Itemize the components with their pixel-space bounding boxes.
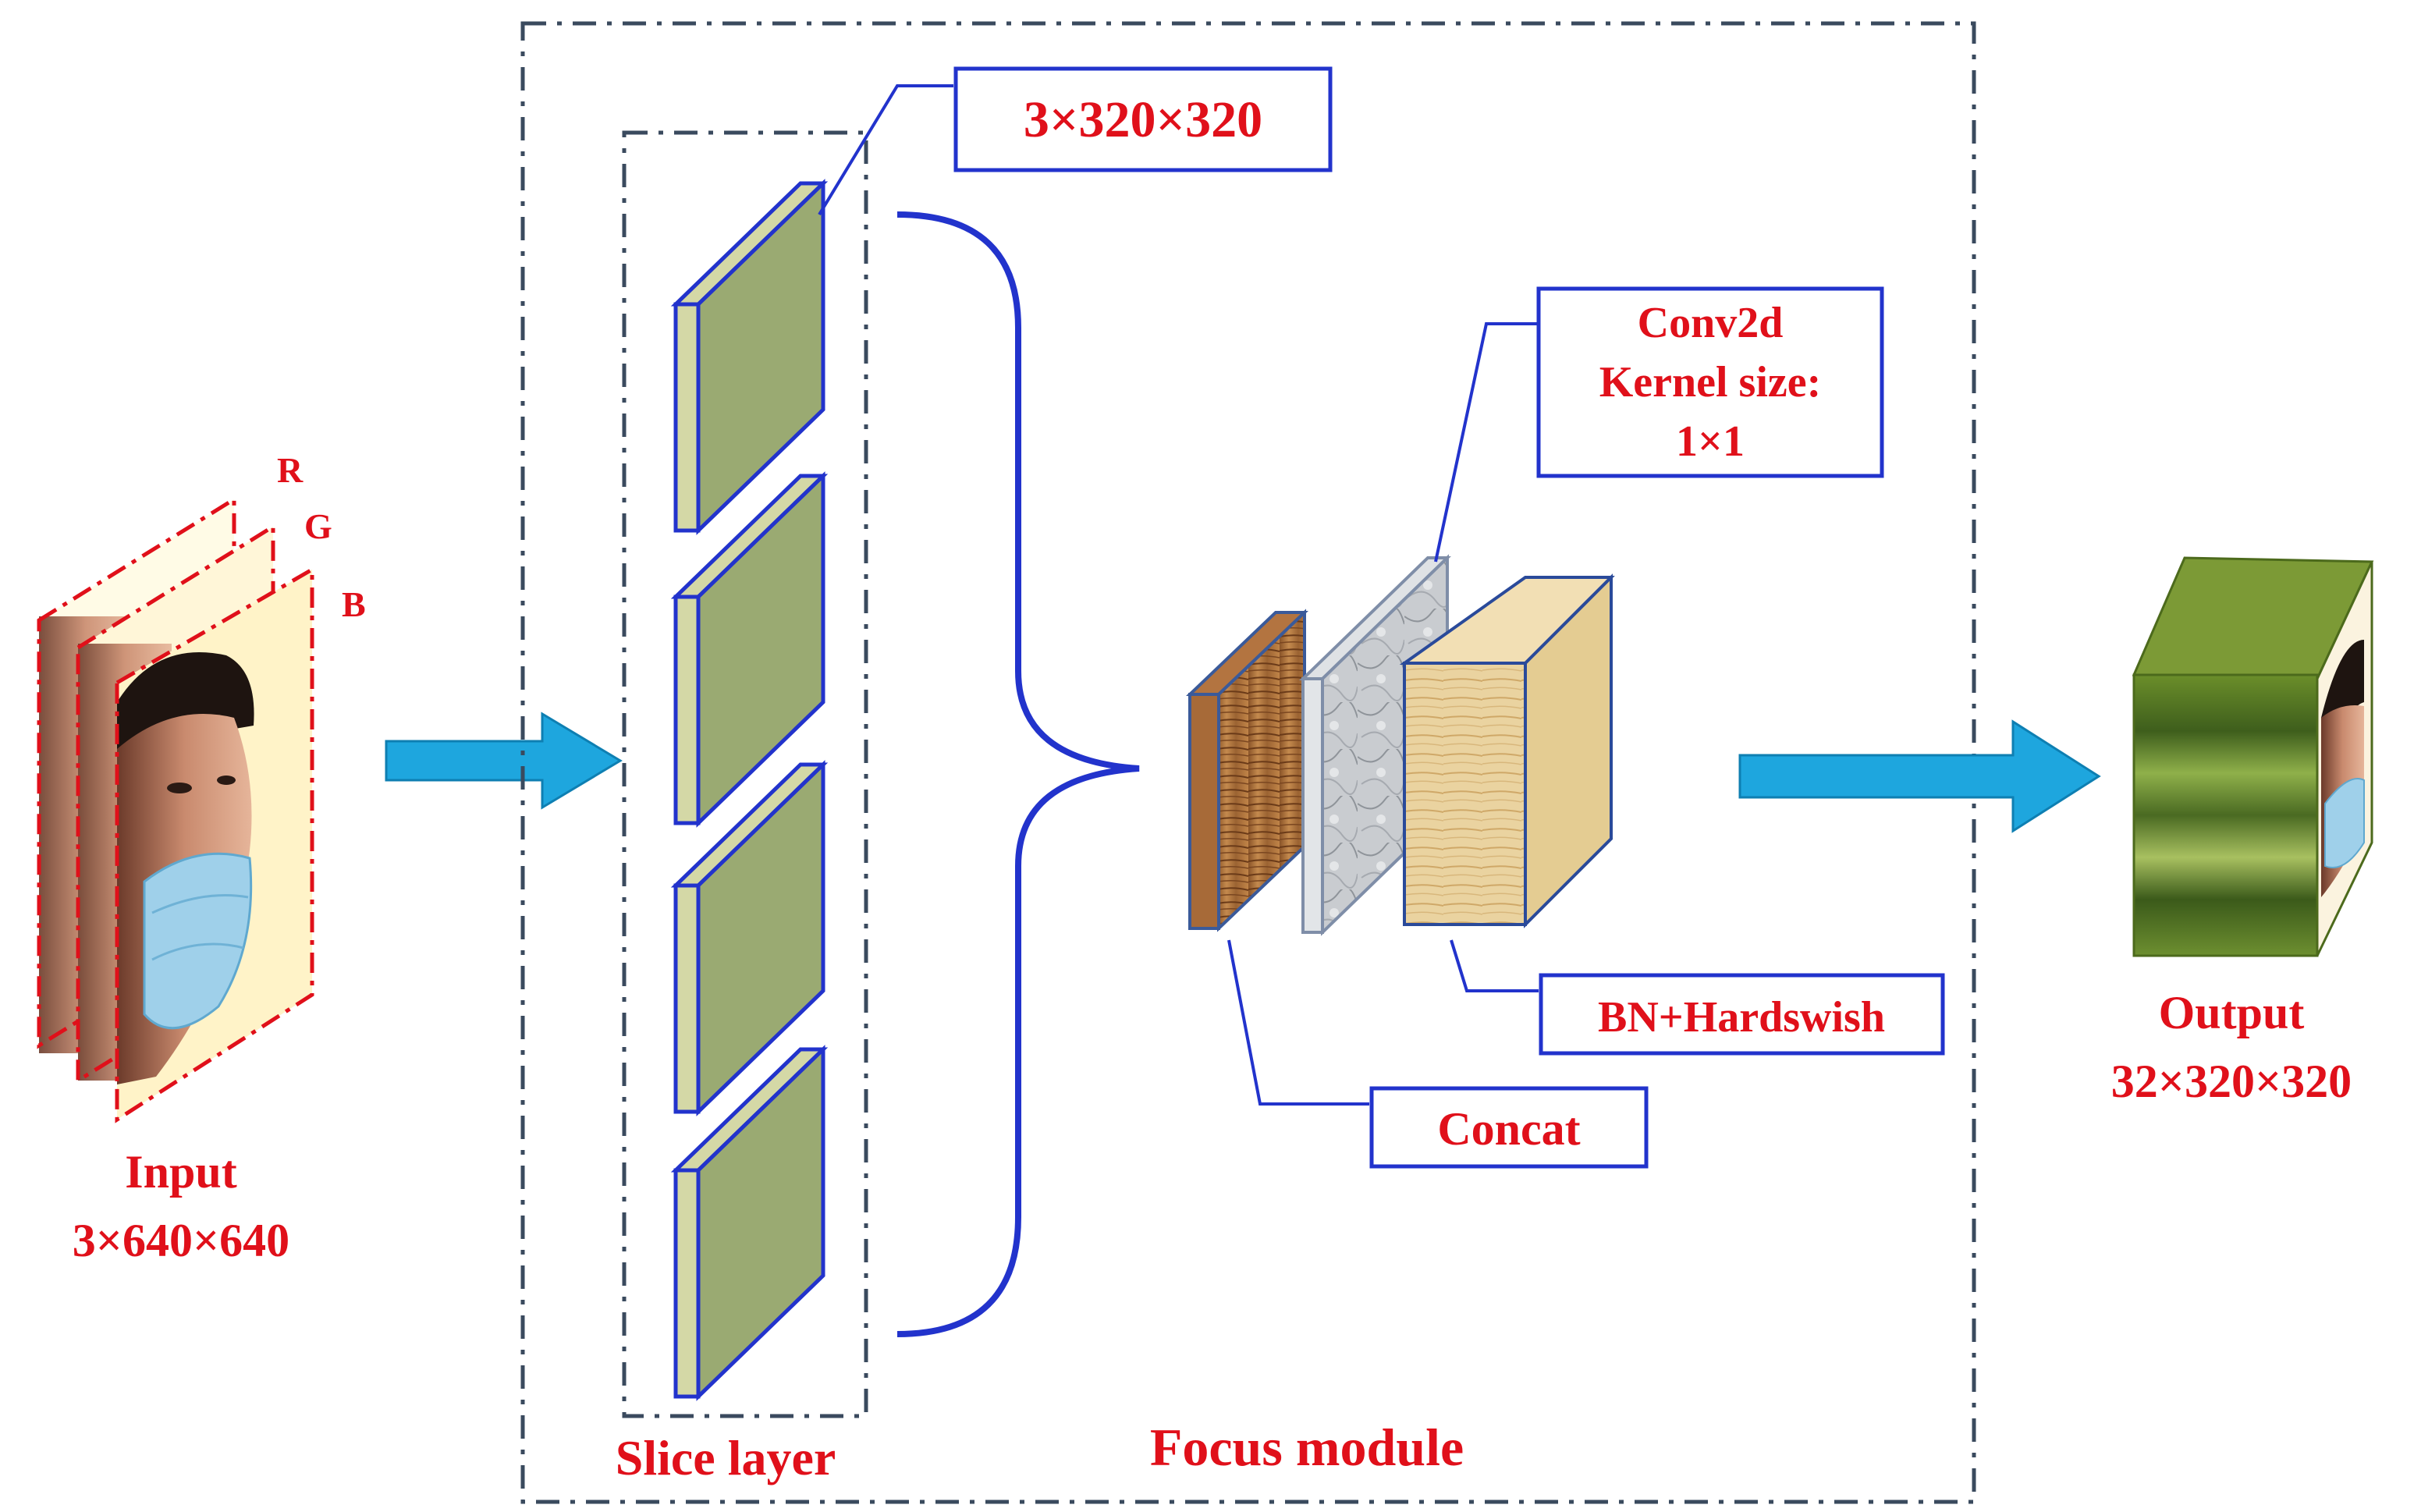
slice-block xyxy=(670,1045,829,1401)
channel-label-g: G xyxy=(304,506,332,546)
slice-block xyxy=(670,471,829,828)
slice-block xyxy=(670,760,829,1116)
right-arrow-icon xyxy=(385,712,623,810)
curly-brace-icon xyxy=(896,211,1140,1337)
slice-layer-frame xyxy=(622,130,868,1418)
concat-callout-line xyxy=(1227,939,1369,1106)
slice-layer-caption: Slice layer xyxy=(616,1430,836,1485)
output-caption: Output xyxy=(2159,987,2305,1038)
face-mask-photo-icon xyxy=(115,566,314,1123)
concat-label: Concat xyxy=(1437,1103,1580,1155)
focus-module-caption: Focus module xyxy=(1150,1418,1464,1477)
bn-hardswish-block xyxy=(1399,573,1615,928)
bn-hardswish-label: BN+Hardswish xyxy=(1598,993,1885,1042)
input-image-stack: R G B xyxy=(37,450,366,1123)
conv-callout-line xyxy=(1434,322,1537,563)
slice-stack xyxy=(670,179,829,1401)
conv-label-line1: Conv2d xyxy=(1638,299,1784,347)
concat-block xyxy=(1186,609,1308,932)
conv-callout-box xyxy=(1536,286,1884,478)
output-feature-block xyxy=(2132,556,2374,957)
bn-callout-box xyxy=(1539,973,1945,1056)
concat-callout-box xyxy=(1369,1086,1649,1169)
channel-label-r: R xyxy=(277,450,304,490)
output-dims: 32×320×320 xyxy=(2111,1056,2352,1107)
focus-module-frame xyxy=(520,21,1976,1504)
conv-label-line3: 1×1 xyxy=(1676,417,1745,466)
bn-callout-line xyxy=(1450,939,1539,992)
right-arrow-icon xyxy=(1738,719,2101,833)
slice-callout-label: 3×320×320 xyxy=(1024,91,1262,148)
slice-block xyxy=(670,179,829,535)
input-dims: 3×640×640 xyxy=(73,1215,289,1266)
conv-label-line2: Kernel size: xyxy=(1599,358,1822,406)
channel-label-b: B xyxy=(342,584,366,624)
input-caption: Input xyxy=(125,1146,236,1198)
slice-callout-line xyxy=(818,84,953,216)
slice-callout-box xyxy=(953,66,1333,172)
